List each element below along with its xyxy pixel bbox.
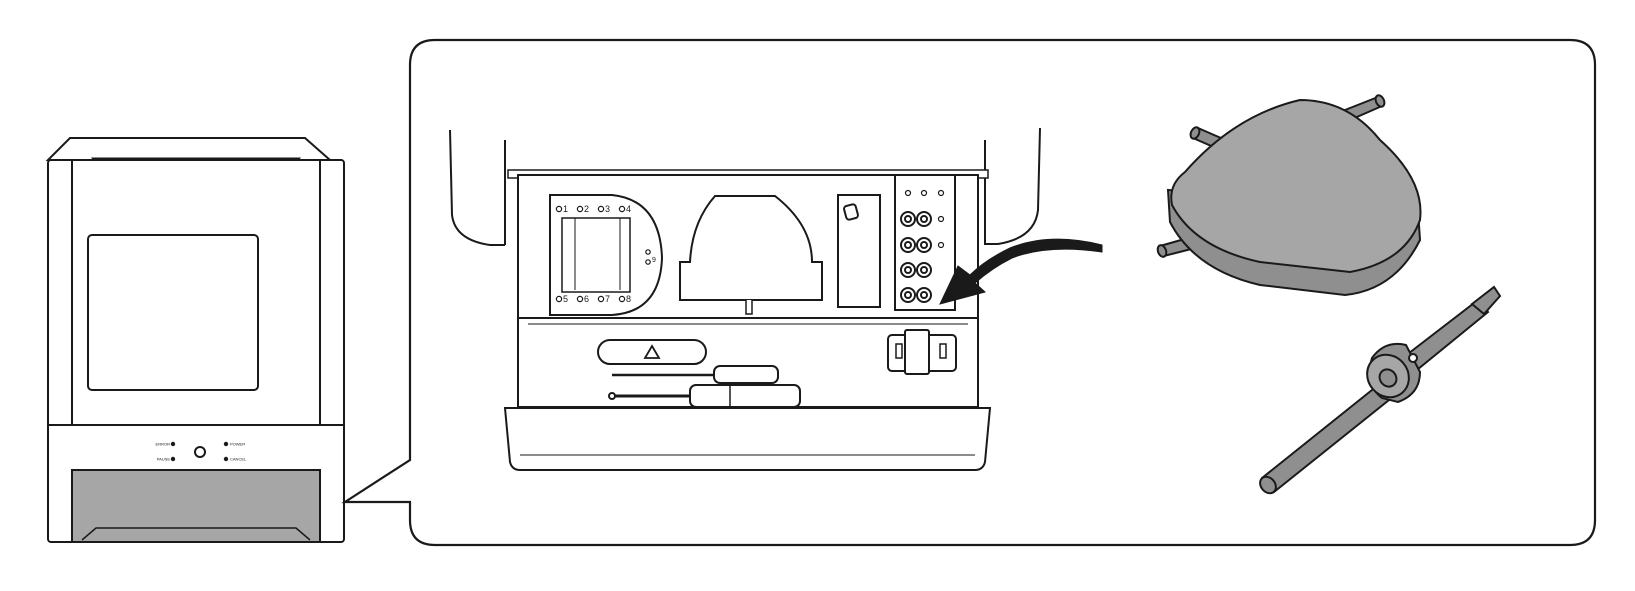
screwdriver-large [689, 384, 801, 408]
power-button [194, 446, 206, 458]
slot-holes [555, 205, 651, 303]
slot-number-9: 9 [652, 257, 656, 264]
drawer-front [503, 407, 992, 471]
adapter-plate [1156, 94, 1422, 297]
spindle-tool [1259, 285, 1502, 495]
slot-number-8: 8 [626, 294, 631, 304]
milling-machine [45, 137, 345, 543]
machine-drawer [71, 469, 321, 543]
slot-number-3: 3 [605, 204, 610, 214]
slot-number-2: 2 [584, 204, 589, 214]
slot-number-5: 5 [563, 294, 568, 304]
slot-number-1: 1 [563, 204, 568, 214]
screwdriver-small [713, 365, 779, 384]
slot-numbers: 1 2 3 4 5 6 7 8 9 [563, 204, 656, 304]
curved-arrow-icon [939, 238, 1103, 305]
machine-top-lid [45, 137, 333, 161]
led-label-power: POWER [230, 442, 245, 447]
vertical-slot [837, 194, 881, 308]
machine-led-panel: ERROR PAUSE POWER CANCEL [156, 442, 247, 462]
adapter-plate-top [1170, 98, 1422, 274]
machine-window [87, 234, 259, 391]
slot-number-7: 7 [605, 294, 610, 304]
led-label-pause: PAUSE [157, 457, 171, 462]
tool-holder-grid [894, 174, 956, 311]
led-label-cancel: CANCEL [230, 457, 247, 462]
slot-number-6: 6 [584, 294, 589, 304]
callout-frame [341, 38, 1597, 547]
triangle-icon [643, 344, 661, 359]
led-label-error: ERROR [156, 442, 171, 447]
round-holder [679, 195, 823, 301]
slot-number-4: 4 [626, 204, 631, 214]
